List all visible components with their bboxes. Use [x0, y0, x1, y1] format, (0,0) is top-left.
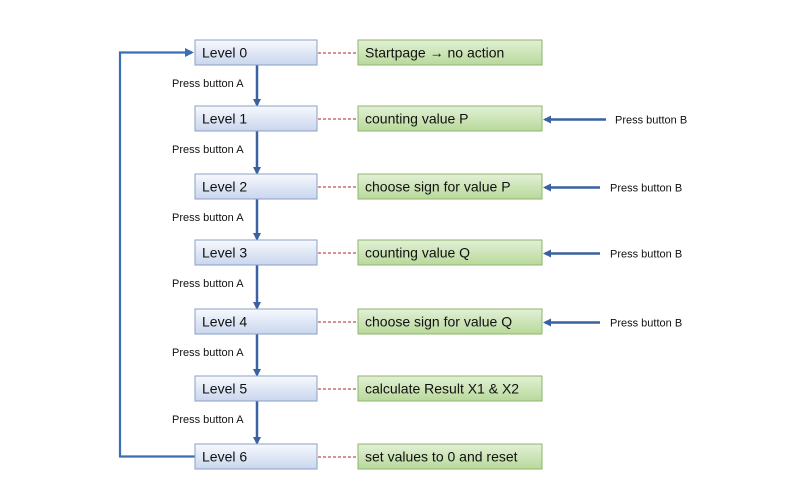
action-label-1: counting value P [365, 111, 469, 127]
action-label-6: set values to 0 and reset [365, 449, 518, 465]
level-1: Level 1 [194, 105, 318, 132]
level-box-3 [194, 239, 318, 266]
level-2: Level 2 [194, 173, 318, 200]
level-box-0 [194, 39, 318, 66]
transition-label-4: Press button A [172, 347, 244, 359]
level-5: Level 5 [194, 375, 318, 402]
action-4: choose sign for value Q [357, 308, 543, 335]
action-3: counting value Q [357, 239, 543, 266]
level-label-6: Level 6 [202, 449, 247, 465]
level-box-4 [194, 308, 318, 335]
side-input-label-3: Press button B [610, 249, 682, 261]
action-box-2 [357, 173, 543, 200]
action-label-3: counting value Q [365, 245, 470, 261]
level-label-3: Level 3 [202, 245, 247, 261]
level-4: Level 4 [194, 308, 318, 335]
action-box-3 [357, 239, 543, 266]
level-box-2 [194, 173, 318, 200]
action-box-1 [357, 105, 543, 132]
level-label-4: Level 4 [202, 314, 247, 330]
transition-label-2: Press button A [172, 212, 244, 224]
level-label-2: Level 2 [202, 179, 247, 195]
side-input-label-4: Press button B [610, 318, 682, 330]
loop-back-line [118, 48, 195, 458]
level-0: Level 0 [194, 39, 318, 66]
action-2: choose sign for value P [357, 173, 543, 200]
level-box-5 [194, 375, 318, 402]
level-box-6 [194, 443, 318, 470]
transition-label-0: Press button A [172, 78, 244, 90]
action-box-4 [357, 308, 543, 335]
level-box-1 [194, 105, 318, 132]
action-label-5: calculate Result X1 & X2 [365, 381, 519, 397]
transition-label-3: Press button A [172, 278, 244, 290]
level-label-5: Level 5 [202, 381, 247, 397]
side-input-label-2: Press button B [610, 183, 682, 195]
action-5: calculate Result X1 & X2 [357, 375, 543, 402]
action-0: Startpage → no action [357, 39, 543, 66]
level-label-1: Level 1 [202, 111, 247, 127]
action-box-6 [357, 443, 543, 470]
transition-label-1: Press button A [172, 144, 244, 156]
action-box-5 [357, 375, 543, 402]
level-label-0: Level 0 [202, 45, 247, 61]
action-label-0: Startpage → no action [365, 45, 504, 61]
action-6: set values to 0 and reset [357, 443, 543, 470]
transition-label-5: Press button A [172, 414, 244, 426]
action-label-4: choose sign for value Q [365, 314, 512, 330]
level-3: Level 3 [194, 239, 318, 266]
action-1: counting value P [357, 105, 543, 132]
side-input-label-1: Press button B [615, 115, 687, 127]
action-box-0 [357, 39, 543, 66]
level-6: Level 6 [194, 443, 318, 470]
action-label-2: choose sign for value P [365, 179, 511, 195]
